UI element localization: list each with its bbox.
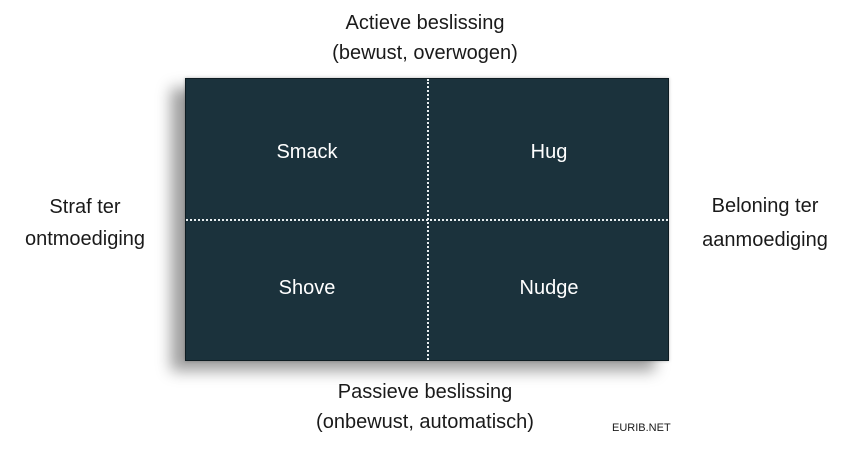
axis-label-bottom: Passieve beslissing (onbewust, automatis… [200,377,650,437]
axis-label-right: Beloning ter aanmoediging [680,189,850,257]
axis-label-top-line2: (bewust, overwogen) [332,42,518,64]
source-credit: EURIB.NET [612,422,671,434]
axis-label-right-line2: aanmoediging [702,229,828,251]
axis-label-right-line1: Beloning ter [711,195,819,217]
axis-label-left-line2: ontmoediging [24,228,146,250]
axis-label-left-line1: Straf ter [49,196,121,218]
quadrant-top-left-label: Smack [276,141,338,163]
quadrant-matrix: Smack Hug Shove Nudge [185,78,669,361]
axis-label-bottom-line2: (onbewust, automatisch) [316,411,534,433]
quadrant-bottom-left-label: Shove [278,277,336,299]
axis-label-top-line1: Actieve beslissing [345,12,505,34]
quadrant-top-right-label: Hug [530,141,568,163]
horizontal-divider [186,219,668,221]
axis-label-left: Straf ter ontmoediging [0,191,170,255]
axis-label-top: Actieve beslissing (bewust, overwogen) [0,8,850,68]
quadrant-bottom-right-label: Nudge [519,277,579,299]
axis-label-bottom-line1: Passieve beslissing [337,381,513,403]
